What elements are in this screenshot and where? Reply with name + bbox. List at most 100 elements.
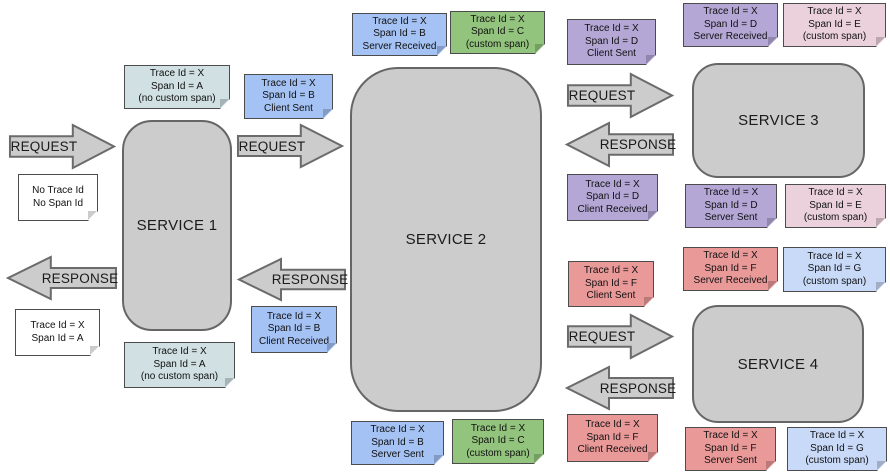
note-line: Trace Id = X [807,250,862,262]
service-1-box: SERVICE 1 [122,120,232,331]
note-line: Trace Id = X [703,250,758,262]
note-line: (custom span) [803,212,868,224]
service-1-label: SERVICE 1 [136,217,218,234]
note-line: Server Received [362,40,437,52]
note-line: Client Sent [587,48,636,60]
note-line: Trace Id = X [583,265,639,277]
note-line: Trace Id = X [30,320,85,331]
right-arrow-icon [8,123,116,170]
response-arrow-service2-to-service1: RESPONSE [237,257,349,302]
note-line: (custom span) [466,447,530,459]
note-line: Server Sent [704,212,758,224]
arrow-label: REQUEST [10,139,78,154]
note-line: Span Id = B [262,90,315,102]
note-line: Span Id = B [373,28,426,40]
note-line: Trace Id = X [584,23,639,35]
note-line: Span Id = A [31,332,84,344]
note-line: Trace Id = X [266,310,322,322]
request-arrow-service1-to-service2: REQUEST [236,123,344,169]
note-line: Trace Id = X [149,68,205,80]
note-line: Trace Id = X [470,422,526,434]
arrow-label: RESPONSE [271,272,349,287]
note-line: Client Sent [264,102,313,114]
note-line: Span Id = F [704,262,757,274]
arrow-label: REQUEST [568,329,636,344]
note-line: Span Id = E [809,199,862,211]
note-line: Span Id = G [807,263,862,275]
note-line: Client Received [577,444,648,456]
service-3-box: SERVICE 3 [692,63,865,178]
note-line: Trace Id = X [261,77,316,89]
left-arrow-icon [565,121,675,168]
note-line: Client Received [258,335,330,347]
request-arrow-service2-to-service4: REQUEST [566,313,674,360]
note-line: Span Id = B [267,323,321,335]
arrow-label: REQUEST [238,138,306,154]
note-line: Server Sent [371,449,424,461]
note-line: Trace Id = X [370,424,425,436]
left-arrow-icon [6,255,118,301]
request-arrow-service2-to-service3: REQUEST [566,72,674,119]
note-line: Span Id = F [586,431,639,443]
note-line: Span Id = D [703,18,758,30]
note-line: Span Id = D [704,199,758,211]
note-line: Client Sent [586,290,636,302]
note-line: Trace Id = X [703,6,758,18]
response-arrow-service1-to-client: RESPONSE [6,255,118,301]
note-line: No Trace Id [32,185,84,196]
note-line: Span Id = F [585,277,637,289]
note-line: Server Sent [704,455,757,467]
note-line: Span Id = A [151,80,203,92]
service-4-box: SERVICE 4 [692,305,864,423]
right-arrow-icon [566,313,674,360]
note-line: Span Id = F [704,442,757,454]
note-line: Trace Id = X [808,187,863,199]
note-line: (custom span) [805,455,869,467]
right-arrow-icon [566,72,674,119]
note-line: Span Id = D [584,35,639,47]
note-line: Span Id = G [810,442,864,454]
request-arrow-client-to-service1: REQUEST [8,123,116,170]
service-4-label: SERVICE 4 [737,355,819,373]
note-line: Trace Id = X [470,13,525,25]
note-line: Trace Id = X [585,178,640,190]
note-line: No Span Id [32,197,84,209]
note-line: (custom span) [465,38,530,50]
left-arrow-icon [565,365,675,411]
service-3-label: SERVICE 3 [738,112,819,129]
note-line: (no custom span) [140,371,219,383]
arrow-label: RESPONSE [599,137,677,152]
note-line: Span Id = A [153,358,206,370]
note-line: Trace Id = X [152,346,207,358]
arrow-label: REQUEST [568,88,636,103]
service-2-label: SERVICE 2 [405,231,487,248]
note-line: Trace Id = X [809,430,865,442]
note-line: Client Received [577,203,648,215]
arrow-label: RESPONSE [599,380,677,396]
right-arrow-icon [236,123,344,169]
note-line: Trace Id = X [585,419,640,431]
note-line: Server Received [693,31,768,43]
note-line: Span Id = C [470,26,525,38]
note-line: Trace Id = X [372,15,427,27]
note-line: Span Id = C [471,435,525,447]
arrow-label: RESPONSE [41,270,119,286]
